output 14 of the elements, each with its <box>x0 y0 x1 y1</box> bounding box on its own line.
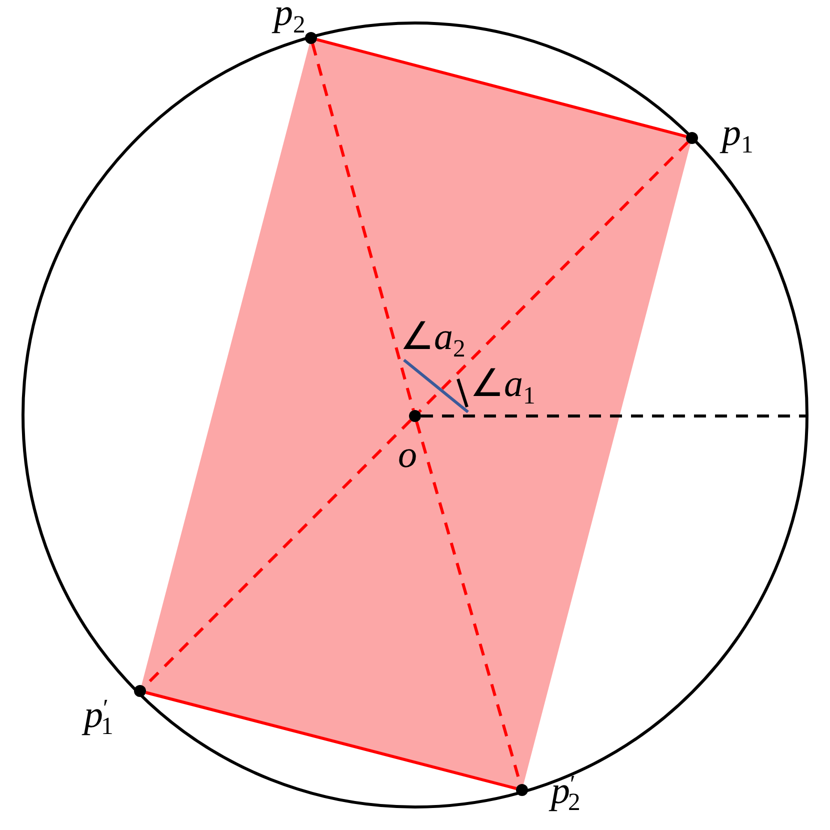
point-label: p$_{1}$ <box>722 114 754 158</box>
angle-label: ∠a$_{1}$ <box>470 365 536 410</box>
angle-label: ∠a$_{2}$ <box>400 318 466 362</box>
point-dot <box>686 132 698 144</box>
point-label: o <box>398 436 417 474</box>
dashed-line <box>421 414 806 418</box>
line-segment <box>316 38 687 138</box>
point-dot <box>516 784 528 796</box>
point-dot <box>134 685 146 697</box>
point-dot <box>305 32 317 44</box>
line-segment <box>145 691 517 790</box>
point-label: p$_{2}$ <box>274 0 306 38</box>
dashed-line <box>311 43 415 411</box>
dashed-line <box>418 141 689 413</box>
